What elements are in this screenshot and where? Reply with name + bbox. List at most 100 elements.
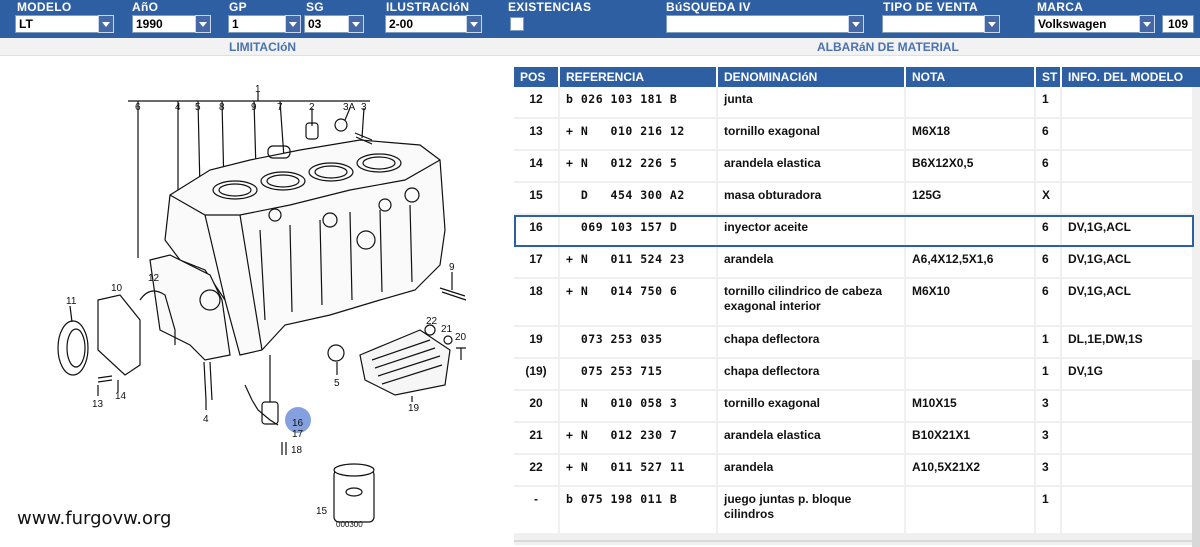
busqueda-dropdown-arrow-icon[interactable] xyxy=(848,15,864,33)
ilustracion-select[interactable]: 2-00 xyxy=(385,15,467,33)
cell-nota: B6X12X0,5 xyxy=(906,151,1036,183)
header-info[interactable]: INFO. DEL MODELO xyxy=(1068,70,1184,84)
callout-3: 3 xyxy=(361,102,367,113)
callout-21: 21 xyxy=(441,324,453,335)
anio-select[interactable]: 1990 xyxy=(132,15,196,33)
cell-st: 6 xyxy=(1036,279,1062,327)
tipo-venta-dropdown-arrow-icon[interactable] xyxy=(984,15,1000,33)
ilustracion-dropdown-arrow-icon[interactable] xyxy=(466,15,482,33)
cell-info xyxy=(1062,87,1194,119)
cell-st: 1 xyxy=(1036,327,1062,359)
callout-11: 11 xyxy=(66,296,77,307)
callout-1: 1 xyxy=(255,84,261,95)
cell-nota: M6X10 xyxy=(906,279,1036,327)
cell-den: tornillo cilindrico de cabeza exagonal i… xyxy=(718,279,906,327)
sg-dropdown-arrow-icon[interactable] xyxy=(348,15,364,33)
busqueda-select[interactable] xyxy=(666,15,849,33)
header-st[interactable]: ST xyxy=(1036,67,1062,87)
cell-pos: 22 xyxy=(514,455,560,487)
cell-ref: + N 012 230 7 xyxy=(560,423,718,455)
header-denominacion[interactable]: DENOMINACIóN xyxy=(718,67,906,87)
cell-st: 6 xyxy=(1036,119,1062,151)
cell-info: DV,1G,ACL xyxy=(1062,247,1194,279)
cell-nota: M6X18 xyxy=(906,119,1036,151)
cell-nota xyxy=(906,359,1036,391)
cell-ref: + N 011 527 11 xyxy=(560,455,718,487)
highlight-marker-16 xyxy=(285,407,311,433)
cell-nota xyxy=(906,487,1036,535)
cell-nota xyxy=(906,87,1036,119)
cell-info xyxy=(1062,119,1194,151)
callout-3a: 3A xyxy=(343,102,356,113)
cell-den: arandela elastica xyxy=(718,423,906,455)
existencias-label: EXISTENCIAS xyxy=(508,0,592,14)
cell-ref: N 010 058 3 xyxy=(560,391,718,423)
cell-den: inyector aceite xyxy=(718,215,906,247)
header-referencia[interactable]: REFERENCIA xyxy=(560,67,718,87)
tipo-venta-select[interactable] xyxy=(882,15,985,33)
cell-pos: - xyxy=(514,487,560,535)
existencias-checkbox[interactable] xyxy=(510,17,524,31)
cell-den: chapa deflectora xyxy=(718,359,906,391)
cell-st: 3 xyxy=(1036,455,1062,487)
callout-20: 20 xyxy=(455,332,467,343)
cell-den: juego juntas p. bloque cilindros xyxy=(718,487,906,535)
marca-dropdown-arrow-icon[interactable] xyxy=(1139,15,1155,33)
cell-info xyxy=(1062,151,1194,183)
section-header-bar: LIMITACIóN ALBARáN DE MATERIAL xyxy=(0,38,1200,56)
marca-label: MARCA xyxy=(1037,0,1084,14)
cell-info xyxy=(1062,455,1194,487)
cell-st: 3 xyxy=(1036,391,1062,423)
busqueda-label: BúSQUEDA IV xyxy=(666,0,751,14)
callout-2: 2 xyxy=(309,102,315,113)
cell-pos: 12 xyxy=(514,87,560,119)
gp-select[interactable]: 1 xyxy=(228,15,286,33)
header-pos[interactable]: POS xyxy=(514,67,560,87)
cell-den: chapa deflectora xyxy=(718,327,906,359)
header-nota[interactable]: NOTA xyxy=(906,67,1036,87)
gp-dropdown-arrow-icon[interactable] xyxy=(285,15,301,33)
callout-9a: 9 xyxy=(251,102,257,113)
cell-pos: 15 xyxy=(514,183,560,215)
cell-nota: 125G xyxy=(906,183,1036,215)
modelo-select[interactable]: LT xyxy=(15,15,99,33)
cell-info xyxy=(1062,391,1194,423)
cell-ref: + N 010 216 12 xyxy=(560,119,718,151)
limitacion-title: LIMITACIóN xyxy=(229,40,297,54)
cell-nota: B10X21X1 xyxy=(906,423,1036,455)
callout-14: 14 xyxy=(115,391,127,402)
exploded-view-diagram[interactable]: 000300 1 6 4 5 8 9 7 2 3A 3 9 12 10 11 1… xyxy=(0,60,508,547)
modelo-dropdown-arrow-icon[interactable] xyxy=(98,15,114,33)
marca-select[interactable]: Volkswagen xyxy=(1034,15,1140,33)
cell-ref: 069 103 157 D xyxy=(560,215,718,247)
cell-info xyxy=(1062,423,1194,455)
table-header: POS REFERENCIA DENOMINACIóN NOTA ST INFO… xyxy=(514,67,1200,87)
cell-st: 6 xyxy=(1036,215,1062,247)
marca-code-field[interactable]: 109 xyxy=(1162,15,1194,33)
cell-st: 1 xyxy=(1036,87,1062,119)
anio-dropdown-arrow-icon[interactable] xyxy=(195,15,211,33)
cell-ref: + N 012 226 5 xyxy=(560,151,718,183)
cell-info: DL,1E,DW,1S xyxy=(1062,327,1194,359)
cell-nota: A10,5X21X2 xyxy=(906,455,1036,487)
tipo-venta-label: TIPO DE VENTA xyxy=(883,0,979,14)
sg-select[interactable]: 03 xyxy=(304,15,349,33)
callout-4b: 4 xyxy=(203,414,209,425)
callout-10: 10 xyxy=(111,283,123,294)
table-scrollbar[interactable] xyxy=(1192,360,1200,547)
cell-ref: b 075 198 011 B xyxy=(560,487,718,535)
